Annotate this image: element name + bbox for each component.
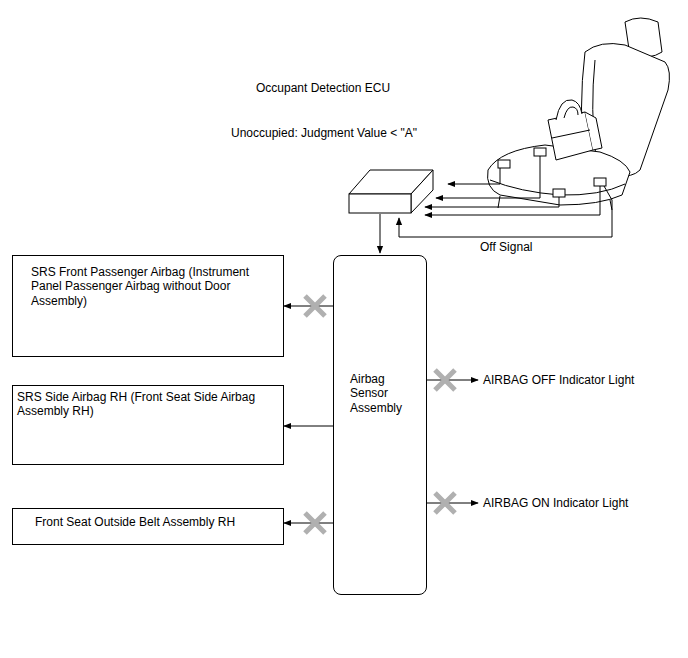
seat-illustration bbox=[488, 18, 670, 210]
connector-arrow bbox=[284, 523, 333, 524]
ecu-output-arrow bbox=[380, 214, 381, 253]
judgment-note: Unoccupied: Judgment Value < "A" bbox=[230, 126, 418, 140]
connector-arrow bbox=[284, 306, 333, 307]
bag-illustration bbox=[548, 100, 602, 160]
box-text: SRS Side Airbag RH (Front Seat Side Airb… bbox=[17, 390, 277, 419]
box-text: SRS Front Passenger Airbag (Instrument P… bbox=[31, 265, 275, 308]
sensor-signal-line bbox=[399, 156, 612, 237]
off-signal-line bbox=[399, 186, 612, 237]
ecu-box bbox=[349, 170, 433, 213]
airbag-box: SRS Side Airbag RH (Front Seat Side Airb… bbox=[12, 385, 284, 465]
indicator-arrow bbox=[426, 380, 478, 381]
indicator-arrow bbox=[426, 503, 478, 504]
seatbelt-box: Front Seat Outside Belt Assembly RH bbox=[12, 508, 284, 545]
component-name: Occupant Detection ECU bbox=[255, 81, 391, 95]
box-text: Airbag Sensor Assembly bbox=[350, 372, 416, 415]
indicator-name: AIRBAG OFF Indicator Light bbox=[482, 373, 635, 387]
connector-arrow bbox=[284, 426, 333, 427]
sensor-assembly-box: Airbag Sensor Assembly bbox=[333, 255, 427, 595]
indicator-name: AIRBAG ON Indicator Light bbox=[482, 496, 629, 510]
seat-sensor bbox=[498, 148, 606, 197]
airbag-box: SRS Front Passenger Airbag (Instrument P… bbox=[12, 255, 284, 357]
box-text: Front Seat Outside Belt Assembly RH bbox=[35, 515, 277, 529]
signal-name: Off Signal bbox=[479, 240, 533, 254]
